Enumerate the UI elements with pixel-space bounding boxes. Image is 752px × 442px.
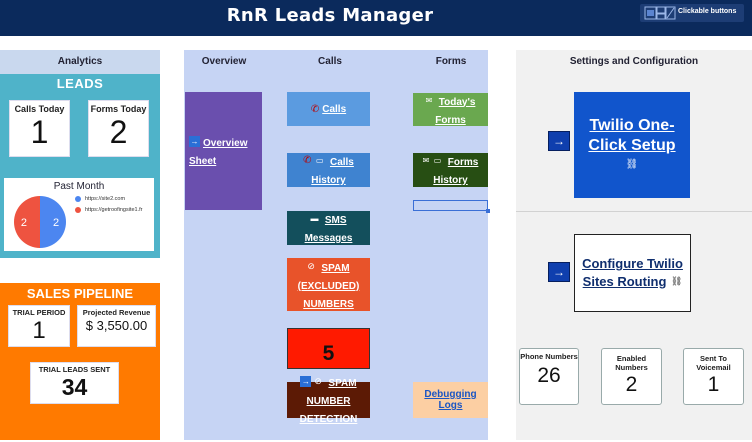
- sms-messages-button[interactable]: ▬ SMS Messages: [287, 211, 370, 245]
- clickable-buttons-legend-label: Clickable buttons: [678, 8, 737, 15]
- clickable-buttons-legend: Clickable buttons: [640, 4, 744, 22]
- link-icon: ⛓: [670, 276, 683, 287]
- trial-leads-sent-label: TRIAL LEADS SENT: [38, 365, 111, 374]
- forms-history-label: Forms History: [433, 157, 479, 186]
- calls-column-title: Calls: [318, 56, 342, 67]
- settings-column-title: Settings and Configuration: [569, 56, 699, 67]
- spam-excluded-numbers-label: SPAM (EXCLUDED) NUMBERS: [297, 262, 360, 310]
- past-month-pie-chart: 22: [14, 196, 66, 248]
- configure-twilio-sites-routing-label: Configure Twilio Sites Routing: [582, 256, 683, 289]
- arrow-right-icon: →: [189, 136, 200, 148]
- analytics-section-title: Analytics: [57, 56, 103, 67]
- forms-today-value: 2: [109, 114, 128, 150]
- settings-divider: [516, 211, 752, 212]
- trial-leads-sent-value: 34: [61, 374, 88, 400]
- calls-today-label: Calls Today: [14, 104, 65, 114]
- spam-count-box: 5: [287, 328, 370, 369]
- enabled-numbers-label: Enabled Numbers: [615, 354, 648, 372]
- enabled-numbers-card: Enabled Numbers 2: [601, 348, 662, 405]
- projected-revenue-label: Projected Revenue: [82, 308, 151, 317]
- selection-handle[interactable]: [486, 209, 490, 213]
- calls-history-label: Calls History: [311, 157, 354, 186]
- chat-icon: ▬: [310, 214, 319, 224]
- sent-to-voicemail-card: Sent To Voicemail 1: [683, 348, 744, 405]
- pie-slice-label-0: 2: [53, 217, 59, 229]
- spam-number-detection-label: SPAM NUMBER DETECTION: [299, 378, 358, 425]
- chat-icon: ▭: [433, 156, 442, 166]
- legend-label-getroofingsite1: https://getroofingsite1.fr: [85, 207, 143, 213]
- app-header: [0, 0, 752, 36]
- twilio-one-click-setup-label: Twilio One-Click Setup: [588, 117, 676, 154]
- forms-today-label: Forms Today: [90, 104, 147, 114]
- envelope-icon: ✉: [425, 95, 433, 105]
- forms-column-title: Forms: [435, 56, 467, 67]
- no-entry-icon: ⊘: [307, 260, 315, 271]
- trial-period-value: 1: [32, 317, 46, 344]
- phone-numbers-card: Phone Numbers 26: [519, 348, 579, 405]
- calls-button[interactable]: ✆ Calls: [287, 92, 370, 126]
- spam-count-value: 5: [322, 342, 335, 365]
- cell-selection-box[interactable]: [413, 200, 488, 211]
- sales-pipeline-title: SALES PIPELINE: [26, 286, 134, 301]
- arrow-right-icon: →: [300, 376, 312, 388]
- spam-number-detection-button[interactable]: →⊘ SPAM NUMBER DETECTION: [287, 376, 370, 425]
- twilio-one-click-setup-button[interactable]: Twilio One-Click Setup ⛓: [574, 92, 690, 198]
- overview-column-title: Overview: [201, 56, 247, 67]
- todays-forms-button[interactable]: ✉ Today's Forms: [413, 93, 488, 126]
- link-icon: ⛓: [625, 159, 639, 171]
- arrow-right-icon: →: [548, 262, 570, 282]
- spam-excluded-numbers-button[interactable]: ⊘ SPAM (EXCLUDED) NUMBERS: [287, 258, 370, 311]
- calls-history-button[interactable]: ✆ ▭ Calls History: [287, 153, 370, 187]
- projected-revenue-card: Projected Revenue $ 3,550.00: [77, 305, 156, 347]
- phone-numbers-value: 26: [537, 364, 561, 387]
- debugging-logs-button[interactable]: Debugging Logs: [413, 382, 488, 418]
- pie-slice-1: [14, 196, 40, 248]
- past-month-title: Past Month: [53, 181, 105, 192]
- forms-today-card: Forms Today 2: [88, 100, 149, 157]
- trial-period-card: TRIAL PERIOD 1: [8, 305, 70, 347]
- chat-icon: ▭: [315, 156, 324, 166]
- debugging-logs-label: Debugging Logs: [424, 389, 477, 411]
- clickable-buttons-legend-icon: [644, 6, 676, 20]
- legend-dot-getroofingsite1: [75, 207, 81, 213]
- no-entry-icon: ⊘: [314, 376, 322, 387]
- projected-revenue-value: $ 3,550.00: [85, 318, 148, 333]
- pie-slice-0: [40, 196, 66, 248]
- configure-twilio-sites-routing-button[interactable]: Configure Twilio Sites Routing ⛓: [574, 234, 691, 312]
- sms-messages-label: SMS Messages: [304, 215, 353, 244]
- arrow-right-icon: →: [548, 131, 570, 151]
- trial-period-label: TRIAL PERIOD: [12, 308, 66, 317]
- todays-forms-label: Today's Forms: [435, 96, 476, 126]
- legend-dot-site2: [75, 196, 81, 202]
- leads-title: LEADS: [56, 76, 104, 91]
- sent-to-voicemail-label: Sent To Voicemail: [696, 354, 731, 372]
- sent-to-voicemail-value: 1: [707, 373, 720, 396]
- overview-sheet-label: Overview Sheet: [189, 138, 248, 167]
- trial-leads-sent-card: TRIAL LEADS SENT 34: [30, 362, 119, 404]
- analytics-section-header: Analytics: [0, 50, 160, 74]
- calls-label: Calls: [322, 103, 347, 115]
- pie-slice-label-1: 2: [21, 217, 27, 229]
- overview-sheet-button[interactable]: →Overview Sheet: [185, 92, 262, 210]
- calls-today-value: 1: [30, 114, 49, 150]
- phone-icon: ✆: [303, 155, 312, 167]
- envelope-icon: ✉: [422, 156, 430, 166]
- forms-history-button[interactable]: ✉ ▭ Forms History: [413, 153, 488, 187]
- phone-icon: ✆: [310, 103, 320, 115]
- enabled-numbers-value: 2: [625, 373, 638, 396]
- legend-label-site2: https://site2.com: [85, 196, 126, 202]
- app-title: RnR Leads Manager: [226, 5, 434, 26]
- calls-today-card: Calls Today 1: [9, 100, 70, 157]
- phone-numbers-label: Phone Numbers: [520, 352, 578, 361]
